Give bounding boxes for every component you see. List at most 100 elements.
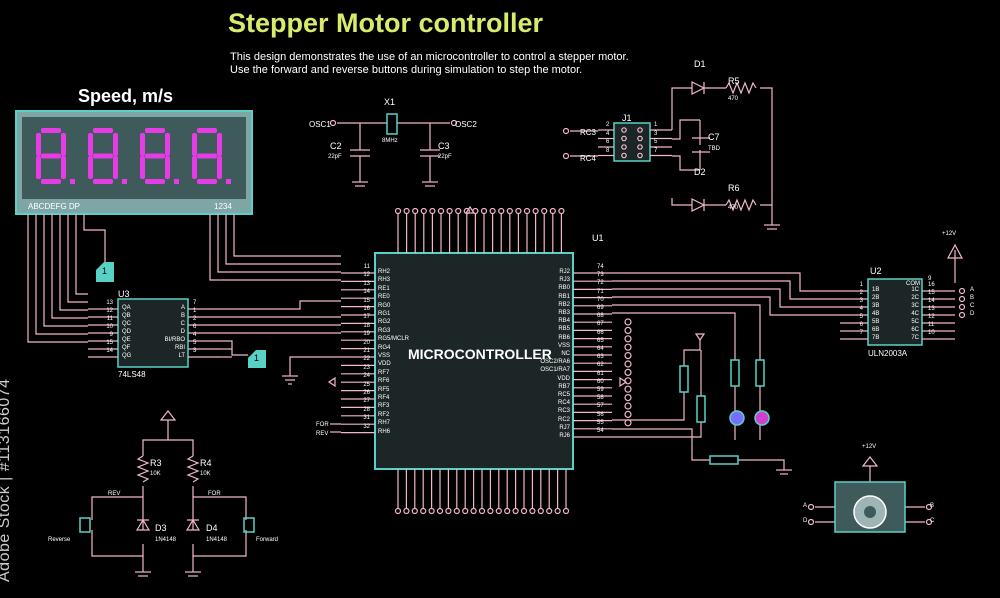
mcu-top-pin-terminal <box>437 207 445 215</box>
u3-left-pin-name: QF <box>122 345 131 351</box>
motor-a: A <box>803 503 808 509</box>
wire <box>612 392 685 421</box>
u2-right-pin-num: 11 <box>928 322 935 328</box>
j1-right-pin-num: 7 <box>654 147 658 154</box>
mcu-left-pin-name: RE1 <box>378 285 390 292</box>
d2-ref: D2 <box>694 167 706 177</box>
r5-value: 470 <box>728 96 739 102</box>
mcu-bottom-pin-terminal <box>495 507 502 515</box>
wire <box>142 420 169 456</box>
u2-right-pin-num: 10 <box>928 330 935 336</box>
wire <box>83 214 106 262</box>
c2-value: 22pF <box>328 154 342 160</box>
mcu-right-pin-num: 70 <box>597 296 604 303</box>
r4-value: 10K <box>200 471 211 477</box>
wire <box>209 214 341 281</box>
j1-right-pin-num: 5 <box>654 139 658 145</box>
mcu-bottom-pin-terminal <box>394 507 402 515</box>
mcu-top-pin-terminal <box>558 207 565 215</box>
display-digit-2 <box>88 128 127 184</box>
u2-output-terminal <box>958 303 966 311</box>
mcu-right-open-terminal <box>624 360 632 368</box>
resistor-vertical-1 <box>679 365 689 393</box>
d1-ref: D1 <box>694 59 706 69</box>
net-terminal <box>925 503 933 511</box>
mcu-right-open-terminal <box>624 335 632 343</box>
mcu-right-pin-num: 62 <box>597 362 604 369</box>
mcu-right-pin-name: RB0 <box>558 285 570 292</box>
net-terminal <box>450 119 458 127</box>
mcu-right-pin-num: 72 <box>597 280 604 287</box>
led-magenta <box>754 410 770 426</box>
wire <box>704 87 773 215</box>
mcu-top-pin-terminal <box>455 207 462 215</box>
mcu-right-pin-name: RB1 <box>558 293 570 300</box>
c7-value: TBD <box>708 146 720 152</box>
mcu-left-pin-num: 20 <box>363 339 370 346</box>
motor-b: B <box>930 503 935 509</box>
u3-right-pin-num: 3 <box>193 348 197 354</box>
wire <box>612 304 761 360</box>
u2-output-label: B <box>970 295 975 301</box>
j1-right-pin-num: 1 <box>654 122 658 128</box>
mcu-right-pin-num: 60 <box>597 378 604 385</box>
u3-right-pin-name: D <box>180 329 185 335</box>
wire <box>220 300 341 310</box>
d3-ref: D3 <box>155 523 167 533</box>
wire <box>91 530 143 557</box>
u3-left-pin-num: 9 <box>109 332 113 338</box>
mcu-right-pin-num: 54 <box>597 428 604 434</box>
mcu-right-pin-num: 64 <box>597 346 604 352</box>
mcu-top-pin-terminal <box>429 207 436 215</box>
wire <box>612 422 702 438</box>
mcu-bottom-pin-terminal <box>428 507 435 515</box>
u3-left-pin-name: QB <box>122 313 131 319</box>
d1-diode <box>691 81 706 95</box>
wire <box>67 214 88 303</box>
r6-value: 470 <box>728 205 739 211</box>
mcu-right-pin-num: 56 <box>597 411 604 418</box>
j1-ref: J1 <box>622 113 632 123</box>
mcu-right-open-terminal <box>624 394 632 402</box>
u2-left-pin-name: 4B <box>872 311 880 317</box>
r6-ref: R6 <box>728 183 740 193</box>
u2-right-pin-name: 7C <box>911 335 919 341</box>
mcu-top-pin-terminal <box>489 207 496 215</box>
mcu-left-pin-name: RH6 <box>378 428 391 435</box>
u2-left-pin-name: 3B <box>872 303 880 309</box>
resistor-vertical-3 <box>755 359 765 387</box>
u2-right-pin-name: 5C <box>911 319 919 325</box>
u2-output-terminal <box>958 295 966 303</box>
u3-right-pin-name: B <box>180 313 185 319</box>
u3-right-pin-num: 7 <box>193 300 197 306</box>
tag-1-right-text: 1 <box>254 353 260 363</box>
u2-left-pin-name: 5B <box>872 319 880 325</box>
u2-body <box>867 278 923 346</box>
u2-left-pin-num: 2 <box>859 290 863 296</box>
mcu-right-pin-name: RB4 <box>558 318 570 325</box>
mcu-right-open-terminal <box>624 318 632 326</box>
wire <box>59 214 88 311</box>
c3-ref: C3 <box>438 141 450 151</box>
motor-supply: +12V <box>862 444 877 450</box>
mcu-right-pin-name: RB3 <box>558 310 570 316</box>
rev-net-label: REV <box>108 491 121 497</box>
mcu-top-pin-terminal <box>506 207 513 215</box>
mcu-top-pin-terminal <box>463 207 470 215</box>
d3-value: 1N4148 <box>155 537 177 543</box>
wire <box>612 272 840 292</box>
mcu-left-pin-name: RF4 <box>378 395 390 401</box>
mcu-left-pin-name: RG5/MCLR <box>378 336 410 343</box>
mcu-right-pin-num: 67 <box>597 321 604 328</box>
u3-right-pin-num: 5 <box>193 340 197 346</box>
mcu-right-open-terminal <box>624 385 632 393</box>
resistor-zigzag <box>136 455 150 483</box>
mcu-left-pin-name: RH2 <box>378 269 391 275</box>
u2-output-label: C <box>970 303 975 309</box>
page-title: Stepper Motor controller <box>228 8 544 38</box>
net-terminal <box>925 518 933 526</box>
mcu-left-pin-name: RF3 <box>378 403 390 410</box>
mcu-right-pin-num: 63 <box>597 354 604 361</box>
mcu-left-pin-num: 14 <box>363 289 370 296</box>
wire <box>289 356 341 376</box>
